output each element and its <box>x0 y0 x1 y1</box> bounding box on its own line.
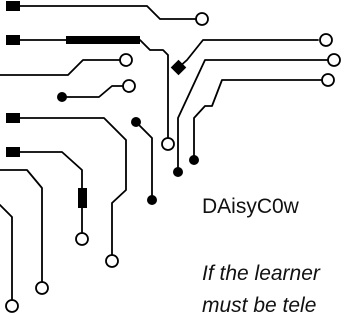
circuit-trace <box>0 204 13 301</box>
filled-terminal <box>57 92 67 102</box>
quote-line: must be tele <box>202 294 317 317</box>
circuit-trace <box>177 59 329 173</box>
quote-line: If the learner <box>202 262 320 285</box>
hollow-terminal <box>119 53 133 67</box>
filled-terminal <box>147 195 157 205</box>
circuit-trace <box>65 85 124 98</box>
author-name: DAisyC0w <box>202 195 299 218</box>
hollow-terminal <box>5 299 19 313</box>
hollow-terminal <box>105 254 119 268</box>
quote-text: If the learner must be tele <box>202 258 320 322</box>
filled-terminal <box>131 117 141 127</box>
circuit-trace <box>193 79 323 161</box>
filled-terminal <box>173 167 183 177</box>
circuit-trace <box>135 121 153 201</box>
hollow-terminal <box>321 73 335 87</box>
edge-pad <box>6 1 20 11</box>
circuit-trace <box>177 39 319 69</box>
circuit-trace <box>13 151 83 234</box>
circuit-trace <box>0 169 43 283</box>
edge-pad <box>6 113 20 123</box>
hollow-terminal <box>122 79 136 93</box>
resistor-bar <box>78 188 87 208</box>
circuit-trace <box>13 39 169 139</box>
edge-pad <box>6 35 20 45</box>
hollow-terminal <box>327 53 341 67</box>
filled-terminal <box>189 155 199 165</box>
diamond-component <box>170 59 187 76</box>
resistor-bar <box>66 36 140 44</box>
hollow-terminal <box>161 137 175 151</box>
edge-pad <box>6 147 20 157</box>
hollow-terminal <box>75 232 89 246</box>
hollow-terminal <box>319 33 333 47</box>
circuit-trace <box>13 117 127 256</box>
circuit-trace <box>0 59 121 76</box>
hollow-terminal <box>35 281 49 295</box>
circuit-trace <box>13 5 197 20</box>
hollow-terminal <box>195 12 209 26</box>
